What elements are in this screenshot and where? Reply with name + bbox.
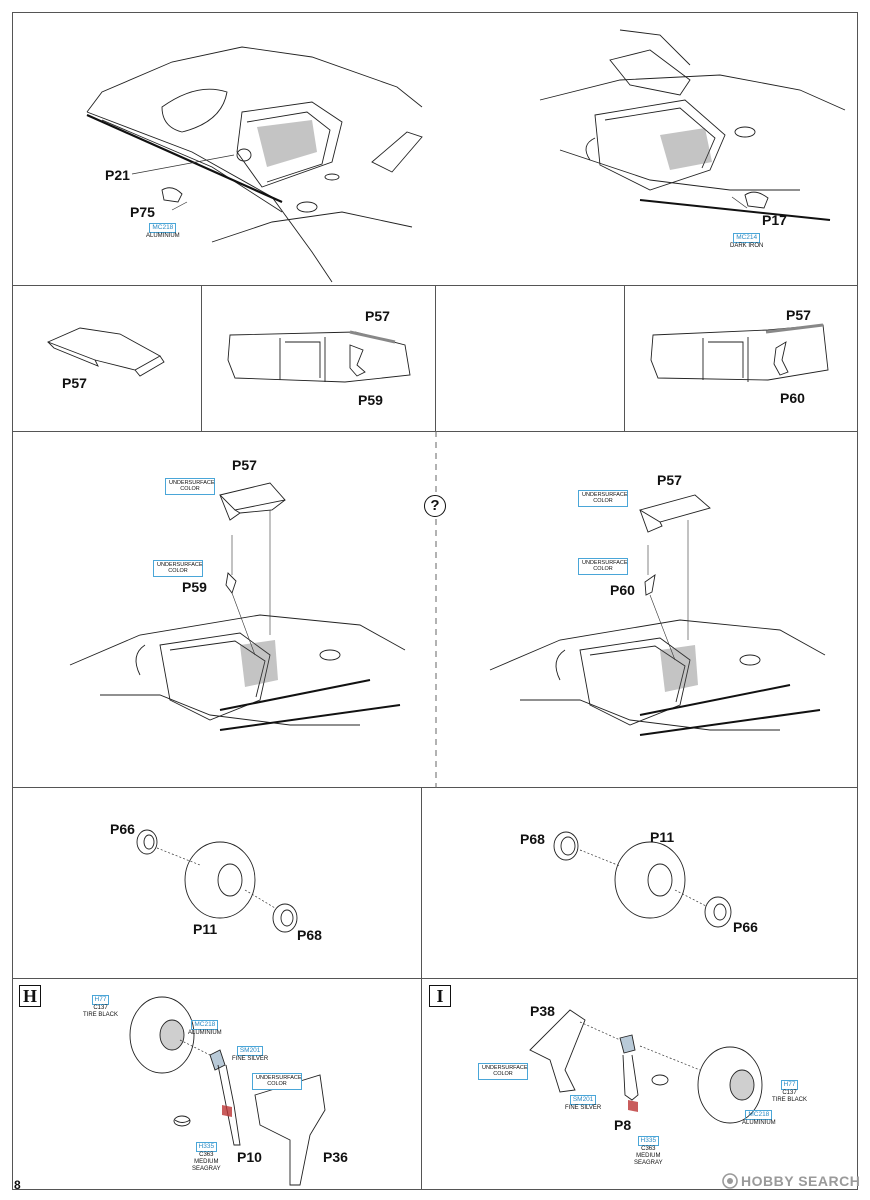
color-callout-i-door: UNDERSURFACE COLOR xyxy=(478,1063,528,1080)
dashed-divider xyxy=(434,431,438,788)
label-p66-left: P66 xyxy=(110,821,135,837)
paint-callout-dark-iron: MC214 DARK IRON xyxy=(730,233,763,250)
leader-lines-top xyxy=(12,12,858,284)
paint-name: FINE SILVER xyxy=(565,1104,602,1111)
paint-code: MC218 xyxy=(149,223,177,233)
label-p59-left: P59 xyxy=(182,579,207,595)
label-p11-right: P11 xyxy=(650,829,675,845)
wheel-exploded-left-drawing xyxy=(135,820,325,940)
label-p75: P75 xyxy=(130,204,155,220)
hobby-search-logo-icon xyxy=(722,1173,738,1189)
paint-code: MC218 xyxy=(745,1110,773,1120)
paint-code: H335 xyxy=(195,1142,218,1152)
label-p11-left: P11 xyxy=(193,921,218,937)
step-h-drawing xyxy=(120,995,340,1185)
paint-name: TIRE BLACK xyxy=(772,1096,808,1103)
paint-alt-code: C363 xyxy=(641,1145,656,1152)
flap-installed-p60-drawing xyxy=(648,320,838,390)
paint-name: SEAGRAY xyxy=(192,1165,221,1172)
paint-callout-h-axle: SM201 FINE SILVER xyxy=(232,1046,268,1063)
paint-alt-code: C137 xyxy=(93,1004,108,1011)
step-i-badge: I xyxy=(429,985,451,1007)
paint-name: FINE SILVER xyxy=(232,1055,269,1062)
wing-underside-left-drawing xyxy=(12,12,432,284)
label-p57-left: P57 xyxy=(232,457,257,473)
paint-callout-h-tire: H77 C137 TIRE BLACK xyxy=(83,995,118,1019)
paint-name: TIRE BLACK xyxy=(83,1011,119,1018)
label-p38: P38 xyxy=(530,1003,555,1019)
label-p68-left: P68 xyxy=(297,927,322,943)
color-callout-h-door: UNDERSURFACE COLOR xyxy=(252,1073,302,1090)
step-h-badge: H xyxy=(19,985,41,1007)
paint-callout-i-hub: MC218 ALUMINIUM xyxy=(742,1110,776,1127)
label-p57-b: P57 xyxy=(365,308,390,324)
flap-installed-p59-drawing xyxy=(225,320,415,390)
paint-code: MC214 xyxy=(733,233,761,243)
paint-code: SM201 xyxy=(569,1095,597,1105)
wing-underside-right-drawing xyxy=(500,20,850,220)
paint-callout-i-tire: H77 C137 TIRE BLACK xyxy=(772,1080,807,1104)
panel-step-i xyxy=(421,978,858,1190)
color-callout-right-mid: UNDERSURFACE COLOR xyxy=(578,558,628,575)
paint-name: ALUMINIUM xyxy=(742,1119,776,1126)
label-p59-b: P59 xyxy=(358,392,383,408)
paint-code: MC218 xyxy=(191,1020,219,1030)
label-p8: P8 xyxy=(614,1117,632,1133)
paint-callout-h-hub: MC218 ALUMINIUM xyxy=(188,1020,222,1037)
paint-code: H77 xyxy=(91,995,110,1005)
paint-code: H77 xyxy=(780,1080,799,1090)
label-p21: P21 xyxy=(105,167,130,183)
label-p36: P36 xyxy=(323,1149,348,1165)
paint-code: SM201 xyxy=(236,1046,264,1056)
paint-alt-code: C137 xyxy=(782,1089,797,1096)
label-p60-right: P60 xyxy=(610,582,635,598)
label-p57-right: P57 xyxy=(657,472,682,488)
paint-callout-aluminium: MC218 ALUMINIUM xyxy=(146,223,180,240)
question-icon: ? xyxy=(424,495,446,517)
page-number: 8 xyxy=(14,1178,21,1192)
color-callout-left-top: UNDERSURFACE COLOR xyxy=(165,478,215,495)
paint-code: H335 xyxy=(637,1136,660,1146)
assembly-right-drawing xyxy=(480,490,850,770)
label-p68-right: P68 xyxy=(520,831,545,847)
watermark-brand: HOBBY SEARCH xyxy=(741,1173,861,1189)
paint-callout-i-axle: SM201 FINE SILVER xyxy=(565,1095,601,1112)
label-p60-d: P60 xyxy=(780,390,805,406)
label-p66-right: P66 xyxy=(733,919,758,935)
paint-alt-code: C363 xyxy=(199,1151,214,1158)
paint-name: MEDIUM xyxy=(194,1158,219,1165)
label-p17: P17 xyxy=(762,212,787,228)
color-callout-right-top: UNDERSURFACE COLOR xyxy=(578,490,628,507)
label-p57-d: P57 xyxy=(786,307,811,323)
wheel-exploded-right-drawing xyxy=(550,828,740,938)
flap-p57-drawing xyxy=(40,320,170,380)
label-p57-a: P57 xyxy=(62,375,87,391)
assembly-left-drawing xyxy=(60,475,430,765)
label-p10: P10 xyxy=(237,1149,262,1165)
paint-name: MEDIUM xyxy=(636,1152,661,1159)
paint-name: ALUMINIUM xyxy=(188,1029,222,1036)
color-callout-left-mid: UNDERSURFACE COLOR xyxy=(153,560,203,577)
paint-name: SEAGRAY xyxy=(634,1159,663,1166)
paint-name: ALUMINIUM xyxy=(146,232,180,239)
paint-callout-i-strut: H335 C363 MEDIUM SEAGRAY xyxy=(634,1136,663,1166)
paint-callout-h-strut: H335 C363 MEDIUM SEAGRAY xyxy=(192,1142,221,1172)
paint-name: DARK IRON xyxy=(730,242,764,249)
step-i-drawing xyxy=(520,1000,810,1160)
